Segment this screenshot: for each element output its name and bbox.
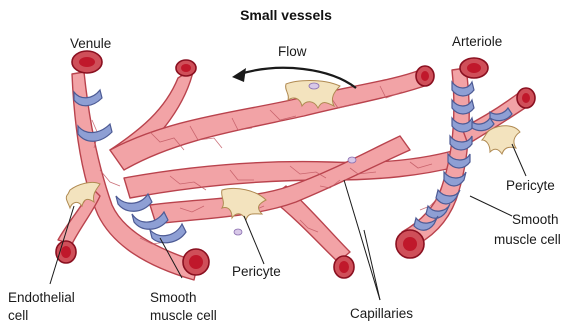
endothelial-cell-label-2: cell xyxy=(8,308,28,323)
pericyte-right-label: Pericyte xyxy=(506,178,555,193)
pericyte-bottom-label: Pericyte xyxy=(232,264,281,279)
smooth-muscle-right-label-1: Smooth xyxy=(512,212,559,227)
capillaries-label: Capillaries xyxy=(350,306,413,321)
diagram-title: Small vessels xyxy=(240,7,332,23)
vessel-network xyxy=(58,68,528,280)
endothelial-cell-label-1: Endothelial xyxy=(8,290,75,305)
smooth-muscle-left-label-1: Smooth xyxy=(150,290,197,305)
smooth-muscle-right-label-2: muscle cell xyxy=(494,232,561,247)
arteriole-label: Arteriole xyxy=(452,34,502,49)
smooth-muscle-left-label-2: muscle cell xyxy=(150,308,217,323)
flow-label: Flow xyxy=(278,44,307,59)
venule-label: Venule xyxy=(70,36,111,51)
